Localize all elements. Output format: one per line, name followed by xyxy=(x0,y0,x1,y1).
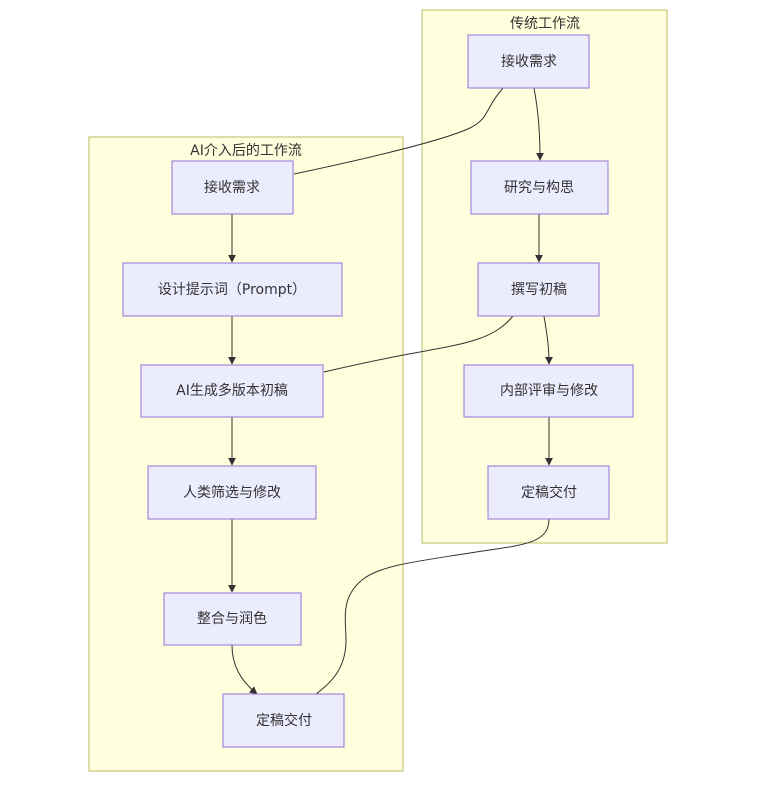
edge-t3-t4 xyxy=(543,315,553,365)
node-label: 内部评审与修改 xyxy=(500,383,598,399)
node-ai-receive-request[interactable]: 接收需求 xyxy=(171,160,294,215)
node-ai-human-review[interactable]: 人类筛选与修改 xyxy=(147,465,317,520)
node-ai-integrate-polish[interactable]: 整合与润色 xyxy=(163,592,302,646)
node-label: 人类筛选与修改 xyxy=(183,485,281,501)
node-label: 接收需求 xyxy=(204,179,260,196)
cluster-ai-background xyxy=(88,136,404,772)
node-label: 撰写初稿 xyxy=(511,281,567,298)
edge-t3-ai3 xyxy=(323,315,514,373)
node-label: 研究与构思 xyxy=(504,180,574,196)
edge-t5-ai6 xyxy=(315,518,550,695)
node-label: 定稿交付 xyxy=(521,484,577,501)
edge-ai5-ai6 xyxy=(231,644,258,695)
node-trad-final-delivery[interactable]: 定稿交付 xyxy=(487,465,610,520)
node-label: AI生成多版本初稿 xyxy=(176,382,288,399)
node-ai-generate-drafts[interactable]: AI生成多版本初稿 xyxy=(140,364,324,418)
edge-t1-t2 xyxy=(533,87,544,161)
cluster-traditional-title: 传统工作流 xyxy=(510,16,580,32)
edge-t1-ai1 xyxy=(293,87,504,175)
cluster-ai-workflow: AI介入后的工作流 xyxy=(88,136,404,772)
cluster-ai-title: AI介入后的工作流 xyxy=(190,143,302,159)
edges xyxy=(228,87,553,695)
node-label: 设计提示词（Prompt） xyxy=(158,282,306,298)
node-ai-design-prompt[interactable]: 设计提示词（Prompt） xyxy=(122,262,343,317)
node-ai-final-delivery[interactable]: 定稿交付 xyxy=(222,693,345,748)
node-trad-write-draft[interactable]: 撰写初稿 xyxy=(477,262,600,317)
node-label: 整合与润色 xyxy=(197,610,267,627)
node-trad-internal-review[interactable]: 内部评审与修改 xyxy=(463,364,634,418)
node-trad-receive-request[interactable]: 接收需求 xyxy=(467,34,590,89)
node-label: 接收需求 xyxy=(501,53,557,70)
node-label: 定稿交付 xyxy=(256,712,312,729)
node-trad-research[interactable]: 研究与构思 xyxy=(470,160,609,215)
